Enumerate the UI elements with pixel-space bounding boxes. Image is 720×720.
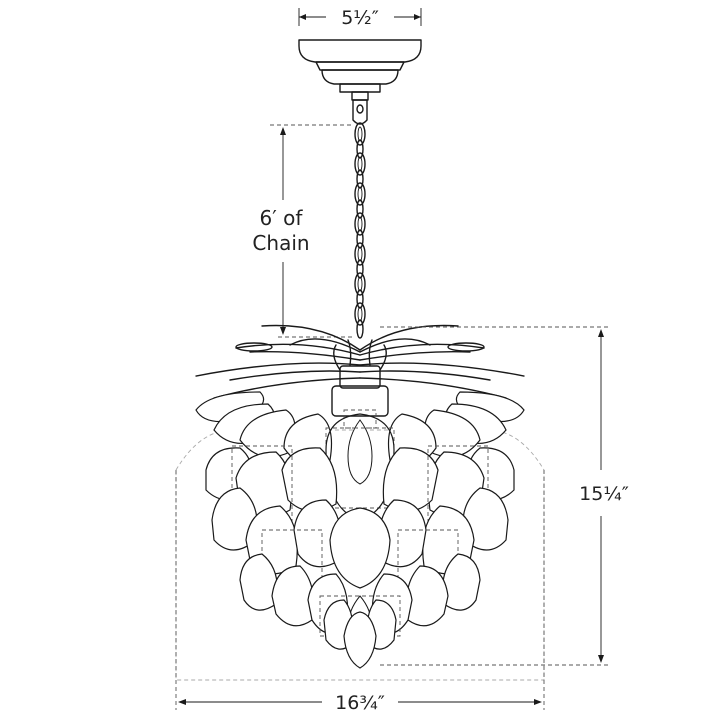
middle-leaf-ring [205, 447, 515, 518]
chain-link-inner [357, 306, 363, 322]
lower-leaf-ring [211, 487, 509, 589]
chain-link [356, 319, 364, 339]
chain-link [354, 182, 366, 206]
fixture-width-dimension: 16¾″ [175, 470, 545, 714]
chain-length-dimension: 6′ of Chain [252, 124, 352, 338]
chain-link [354, 122, 366, 146]
chain-link [356, 229, 364, 249]
fixture-height-label: 15¼″ [579, 483, 629, 505]
fixture-height-dimension: 15¼″ [380, 326, 629, 666]
chain-link [356, 169, 364, 189]
fixture-body [175, 324, 545, 681]
canopy-width-label: 5½″ [341, 7, 379, 29]
chain-link [354, 272, 366, 296]
chain-link [356, 139, 364, 159]
chain-link [354, 152, 366, 176]
chain-link [356, 289, 364, 309]
chain [352, 99, 368, 339]
center-socket [331, 365, 389, 429]
chain-link-inner [357, 186, 363, 202]
top-fronds [195, 324, 525, 399]
chain-link-inner [357, 126, 363, 142]
chain-length-label-line2: Chain [252, 231, 309, 255]
tip-leaves [323, 599, 397, 669]
chain-link [356, 259, 364, 279]
chain-link [356, 199, 364, 219]
chain-link [354, 302, 366, 326]
chain-link [354, 212, 366, 236]
fixture-width-label: 16¾″ [335, 692, 385, 714]
chain-link [354, 242, 366, 266]
chain-link-inner [357, 246, 363, 262]
chain-link-inner [357, 276, 363, 292]
chain-link-inner [357, 156, 363, 172]
chain-link-inner [357, 216, 363, 232]
canopy-width-dimension: 5½″ [298, 7, 422, 29]
chain-length-label-line1: 6′ of [260, 206, 304, 230]
canopy [298, 39, 422, 101]
